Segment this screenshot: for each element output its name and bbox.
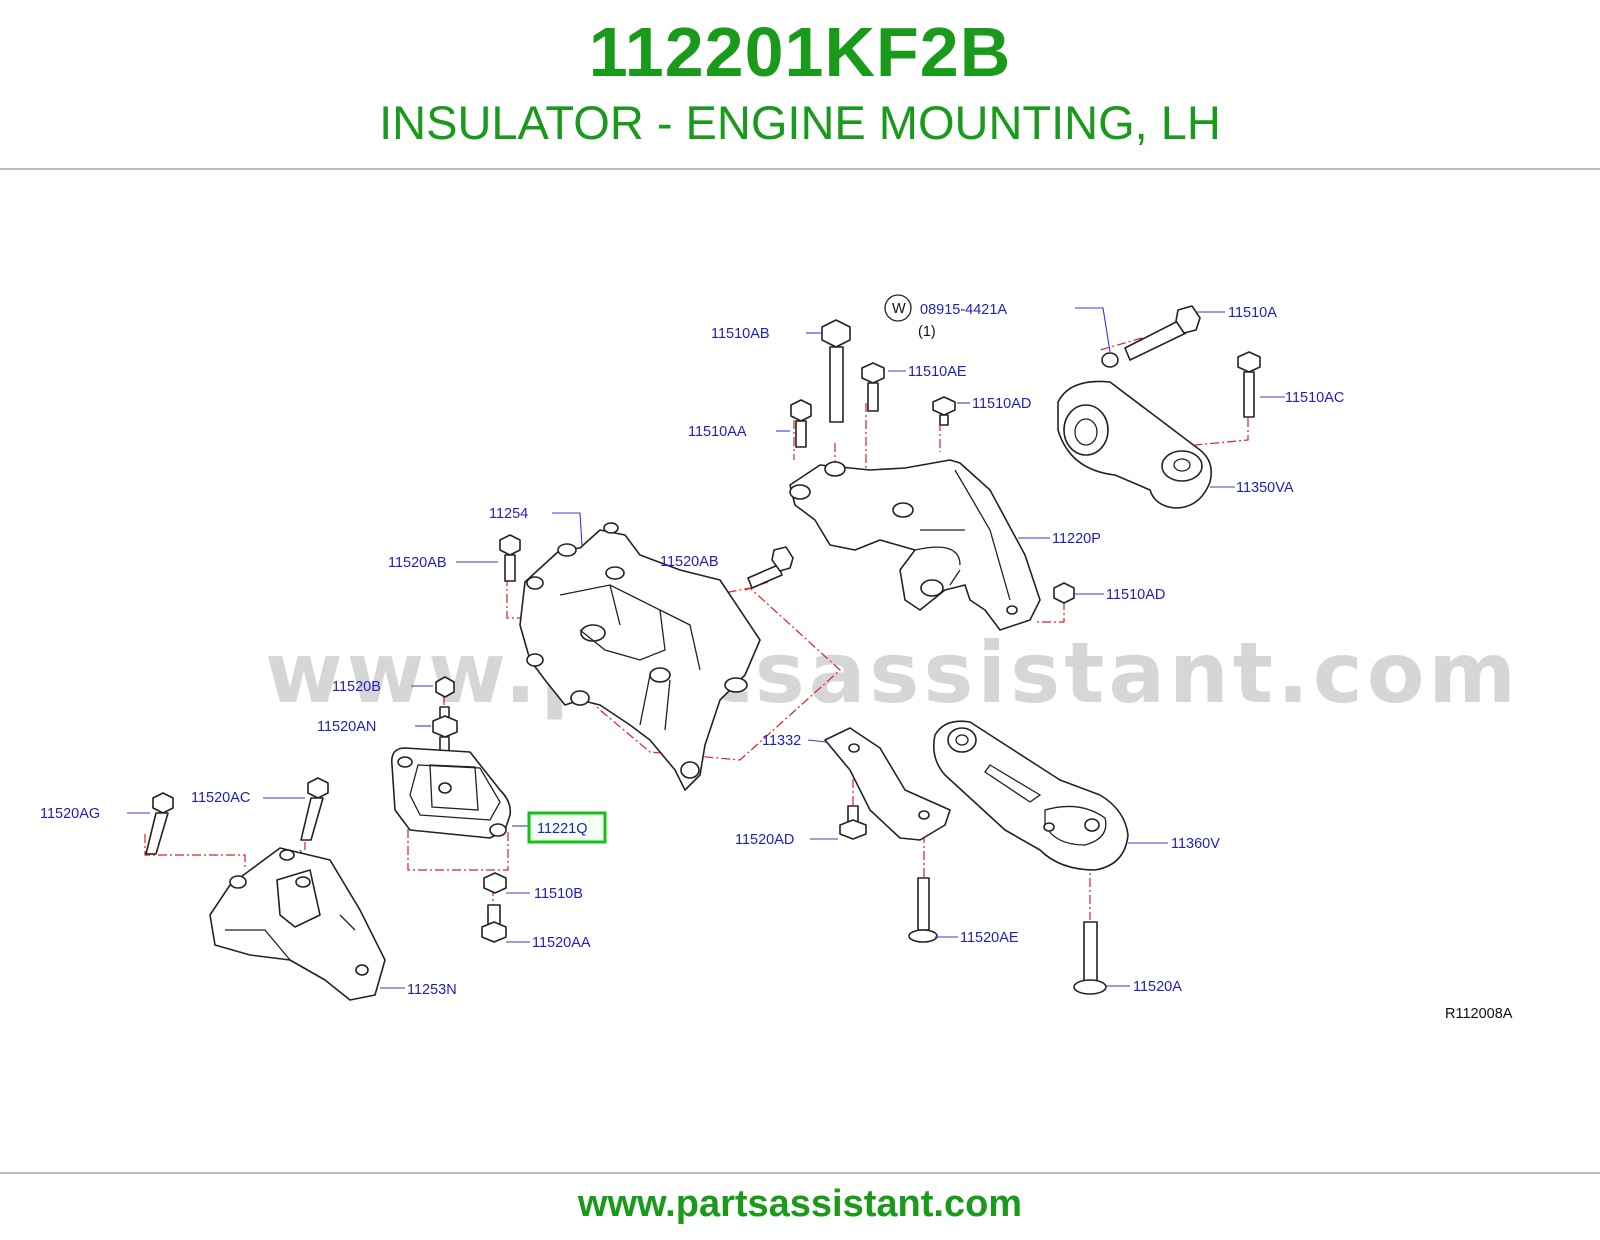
label-11510AC: 11510AC: [1285, 390, 1344, 406]
bolt-11520AB-left: [499, 534, 521, 582]
label-11220P: 11220P: [1052, 531, 1101, 547]
washer-qty: (1): [918, 324, 936, 340]
bolt-11520AB-mid: [747, 546, 794, 589]
nut-11520B: [435, 676, 455, 698]
bracket-11253N: [209, 847, 386, 1001]
label-11253N: 11253N: [407, 982, 457, 998]
label-08915-4421A: 08915-4421A: [920, 302, 1007, 318]
washer-symbol: W: [892, 301, 906, 317]
label-11520AN: 11520AN: [317, 719, 376, 735]
torque-rod-11350VA: [1057, 380, 1213, 509]
label-11510AD-right: 11510AD: [1106, 587, 1165, 603]
bolt-11510AB: [821, 319, 851, 423]
label-11510A: 11510A: [1228, 305, 1277, 321]
part-labels: 11510AB 11510AE 11510AD 11510AA 11510A 1…: [40, 305, 1344, 998]
label-11520AE: 11520AE: [960, 930, 1019, 946]
label-11520AB-mid: 11520AB: [660, 554, 719, 570]
footer-url[interactable]: www.partsassistant.com: [577, 1183, 1023, 1225]
bolt-11510AD-right: [1053, 582, 1075, 604]
top-divider: [0, 168, 1600, 170]
label-11254: 11254: [489, 506, 528, 522]
bolt-11510A: [1101, 305, 1201, 368]
support-bracket-11254: [519, 522, 761, 791]
reference-code: R112008A: [1445, 1006, 1513, 1022]
bolt-11510AD-top: [932, 396, 956, 426]
label-11510AB: 11510AB: [711, 326, 770, 342]
bracket-11332: [824, 727, 951, 841]
watermark-text: www.partsassistant.com: [265, 624, 1520, 722]
label-11332: 11332: [762, 733, 801, 749]
highlighted-part-callout[interactable]: 11221Q: [527, 811, 607, 844]
bolt-11510AC: [1237, 351, 1261, 418]
washer-symbol-circle: [884, 294, 912, 322]
leader-lines: [127, 307, 1285, 989]
label-11510B: 11510B: [534, 886, 583, 902]
label-11520AA: 11520AA: [532, 935, 591, 951]
label-11510AD-top: 11510AD: [972, 396, 1031, 412]
highlight-box: [527, 811, 607, 844]
label-11520AD: 11520AD: [735, 832, 794, 848]
bolt-11510AE: [861, 362, 885, 412]
label-11510AE: 11510AE: [908, 364, 967, 380]
bolt-11520AA: [481, 904, 507, 943]
bottom-divider: [0, 1172, 1600, 1174]
label-11350VA: 11350VA: [1236, 480, 1294, 496]
label-11520B: 11520B: [332, 679, 381, 695]
bolt-11510AA: [790, 399, 812, 448]
bolts: [145, 305, 1261, 995]
bolt-11520AD: [839, 805, 867, 840]
parts-diagram: www.partsassistant.com: [40, 294, 1520, 1022]
washer-callout: W 08915-4421A (1): [884, 294, 1007, 340]
bolt-11520A: [1073, 921, 1107, 995]
mount-bracket-11220P: [789, 459, 1041, 631]
part-name-subtitle: INSULATOR - ENGINE MOUNTING, LH: [379, 96, 1221, 149]
nut-11510B: [483, 872, 507, 894]
label-11520A: 11520A: [1133, 979, 1182, 995]
label-11221Q[interactable]: 11221Q: [537, 821, 588, 837]
label-11520AG: 11520AG: [40, 806, 100, 822]
part-number-title: 112201KF2B: [588, 13, 1012, 91]
label-11520AB-left: 11520AB: [388, 555, 447, 571]
rear-mount-11360V: [932, 720, 1129, 871]
bolt-11520AE: [908, 877, 938, 943]
header: 112201KF2B INSULATOR - ENGINE MOUNTING, …: [0, 0, 1600, 168]
label-11510AA: 11510AA: [688, 424, 747, 440]
label-11360V: 11360V: [1171, 836, 1220, 852]
bolt-11520AC: [300, 777, 329, 841]
insulator-11221Q: [390, 747, 512, 839]
label-11520AC: 11520AC: [191, 790, 250, 806]
bolt-11520AG: [145, 792, 174, 855]
